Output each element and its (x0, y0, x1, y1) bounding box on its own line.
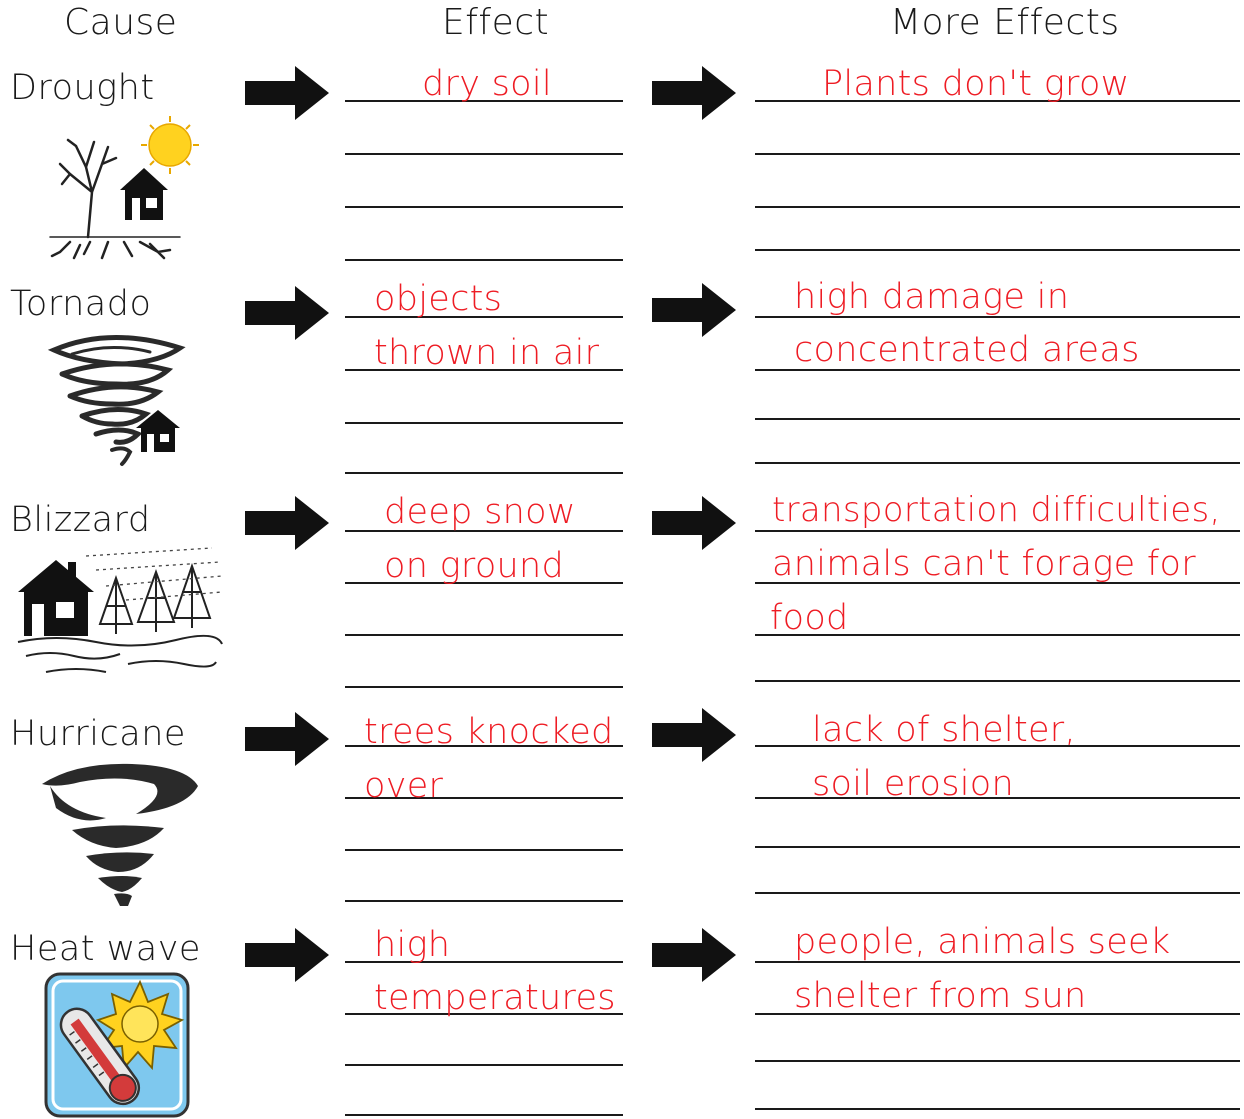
more-effect-answer: soil erosion (812, 764, 1014, 804)
answer-line (345, 686, 623, 688)
answer-line (345, 206, 623, 208)
answer-line (345, 530, 623, 532)
answer-line (345, 900, 623, 902)
answer-line (755, 797, 1240, 799)
arrow-right-icon (652, 928, 736, 982)
more-effect-answer: lack of shelter, (812, 710, 1076, 750)
header-cause: Cause (64, 2, 178, 43)
hurricane-icon (42, 763, 198, 906)
blizzard-house-trees-icon (17, 547, 223, 673)
arrow-right-icon (245, 66, 329, 120)
effect-answer: thrown in air (374, 333, 600, 373)
arrow-right-icon (652, 708, 736, 762)
answer-line (345, 422, 623, 424)
answer-line (755, 153, 1240, 155)
cause-label-drought: Drought (10, 68, 155, 108)
cause-label-tornado: Tornado (10, 284, 152, 324)
arrow-right-icon (652, 283, 736, 337)
answer-line (345, 369, 623, 371)
arrow-right-icon (245, 286, 329, 340)
answer-line (755, 582, 1240, 584)
answer-line (345, 582, 623, 584)
answer-line (345, 797, 623, 799)
answer-line (345, 1013, 623, 1015)
answer-line (755, 1060, 1240, 1062)
effect-answer: dry soil (422, 64, 552, 104)
effect-answer: on ground (384, 546, 565, 586)
arrow-right-icon (245, 496, 329, 550)
answer-line (755, 680, 1240, 682)
more-effect-answer: transportation difficulties, (772, 490, 1221, 530)
answer-line (345, 745, 623, 747)
answer-line (755, 634, 1240, 636)
header-effect: Effect (442, 2, 550, 43)
more-effect-answer: high damage in (794, 277, 1070, 317)
answer-line (755, 249, 1240, 251)
cause-label-blizzard: Blizzard (10, 500, 151, 540)
answer-line (755, 100, 1240, 102)
answer-line (755, 316, 1240, 318)
answer-line (755, 369, 1240, 371)
answer-line (755, 206, 1240, 208)
arrow-right-icon (245, 712, 329, 766)
answer-line (755, 961, 1240, 963)
answer-line (755, 418, 1240, 420)
answer-line (345, 259, 623, 261)
answer-line (345, 634, 623, 636)
answer-line (755, 892, 1240, 894)
cause-label-hurricane: Hurricane (10, 714, 186, 754)
thermometer-sun-icon (44, 972, 190, 1118)
effect-answer: objects (374, 279, 503, 319)
arrow-right-icon (652, 496, 736, 550)
answer-line (345, 100, 623, 102)
answer-line (345, 849, 623, 851)
answer-line (755, 745, 1240, 747)
answer-line (345, 1114, 623, 1116)
answer-line (345, 961, 623, 963)
effect-answer: high (374, 925, 451, 965)
effect-answer: temperatures (374, 978, 616, 1018)
answer-line (345, 472, 623, 474)
drought-tree-sun-house-icon (49, 116, 199, 260)
answer-line (345, 1064, 623, 1066)
answer-line (345, 316, 623, 318)
answer-line (345, 153, 623, 155)
arrow-right-icon (652, 66, 736, 120)
effect-answer: trees knocked (364, 712, 614, 752)
more-effect-answer: people, animals seek (794, 922, 1171, 962)
more-effect-answer: shelter from sun (794, 976, 1087, 1016)
effect-answer: deep snow (384, 492, 576, 532)
answer-line (755, 846, 1240, 848)
more-effect-answer: Plants don't grow (822, 64, 1130, 104)
tornado-house-icon (47, 335, 186, 466)
more-effect-answer: food (770, 598, 849, 638)
more-effect-answer: concentrated areas (794, 330, 1140, 370)
arrow-right-icon (245, 928, 329, 982)
answer-line (755, 530, 1240, 532)
more-effect-answer: animals can't forage for (772, 544, 1196, 584)
header-more-effects: More Effects (890, 2, 1120, 43)
cause-label-heat-wave: Heat wave (10, 929, 201, 969)
answer-line (755, 462, 1240, 464)
answer-line (755, 1108, 1240, 1110)
answer-line (755, 1013, 1240, 1015)
effect-answer: over (364, 766, 444, 806)
